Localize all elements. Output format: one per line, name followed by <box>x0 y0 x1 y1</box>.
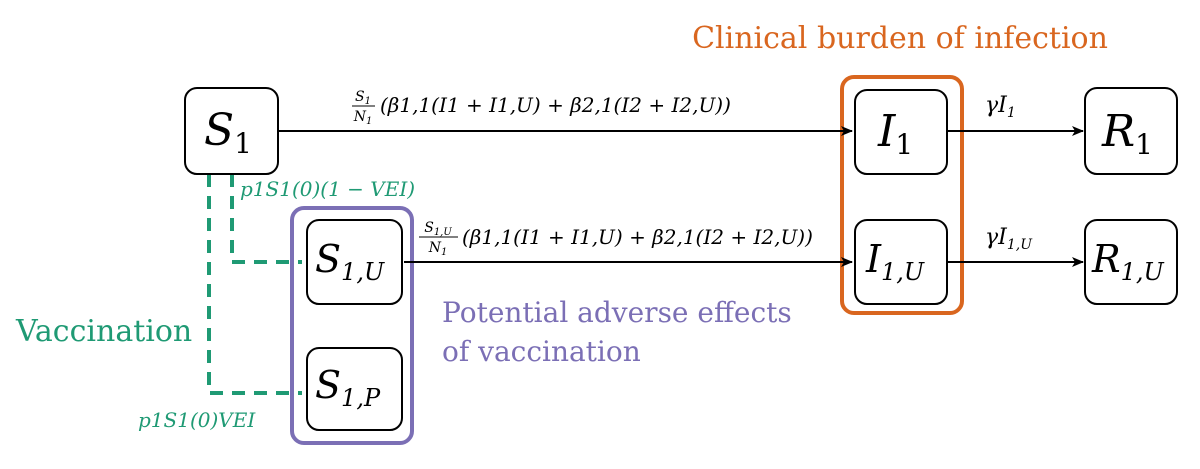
node-i1u: I1,U <box>854 219 948 305</box>
node-box <box>1084 87 1178 175</box>
clinical-burden-group-box <box>840 75 964 315</box>
fraction-numerator: S1 <box>355 89 371 107</box>
node-box <box>1084 219 1178 305</box>
infection-rate-expression: (β1,1(I1 + I1,U) + β2,1(I2 + I2,U)) <box>380 93 731 117</box>
node-label: S1,P <box>315 363 381 412</box>
node-s1u: S1,U <box>306 219 403 305</box>
vaccination-flows <box>207 174 302 395</box>
vaccination-upper-path <box>230 174 302 264</box>
fraction-denominator: N1 <box>353 109 373 127</box>
adverse-effects-label-line2: of vaccination <box>442 335 641 368</box>
node-label: R1 <box>1101 106 1153 161</box>
node-label: S1 <box>204 105 252 160</box>
node-r1: R1 <box>1084 87 1178 175</box>
vaccination-label: Vaccination <box>15 314 192 349</box>
recovery-rate-i1u: γI1,U <box>985 225 1033 253</box>
vaccination-upper-rate: p1S1(0)(1 − VEI) <box>240 177 415 201</box>
node-r1u: R1,U <box>1084 219 1178 305</box>
node-i1: I1 <box>854 89 948 175</box>
vaccination-lower-rate: p1S1(0)VEI <box>138 408 256 432</box>
node-box <box>854 219 948 305</box>
node-box <box>184 87 279 175</box>
adverse-effects-group-box <box>290 206 414 445</box>
vaccination-lower-path <box>207 174 302 395</box>
adverse-effects-label-line1: Potential adverse effects <box>442 296 792 329</box>
node-label: S1,U <box>315 237 385 286</box>
node-box <box>306 347 403 431</box>
node-box <box>854 89 948 175</box>
node-s1p: S1,P <box>306 347 403 431</box>
node-s1: S1 <box>184 87 279 175</box>
clinical-burden-label: Clinical burden of infection <box>692 21 1108 56</box>
edge-label-s1u-to-i1u: S1,U N1 (β1,1(I1 + I1,U) + β2,1(I2 + I2,… <box>419 220 813 258</box>
node-label: I1 <box>877 106 913 161</box>
node-label: I1,U <box>865 237 925 286</box>
node-label: R1,U <box>1091 237 1165 286</box>
edge-label-s1-to-i1: S1 N1 (β1,1(I1 + I1,U) + β2,1(I2 + I2,U)… <box>352 89 731 127</box>
infection-rate-expression: (β1,1(I1 + I1,U) + β2,1(I2 + I2,U)) <box>462 225 813 249</box>
recovery-rate-i1: γI1 <box>985 93 1016 121</box>
fraction-denominator: N1 <box>428 240 448 258</box>
node-box <box>306 219 403 305</box>
fraction-numerator: S1,U <box>424 220 452 238</box>
